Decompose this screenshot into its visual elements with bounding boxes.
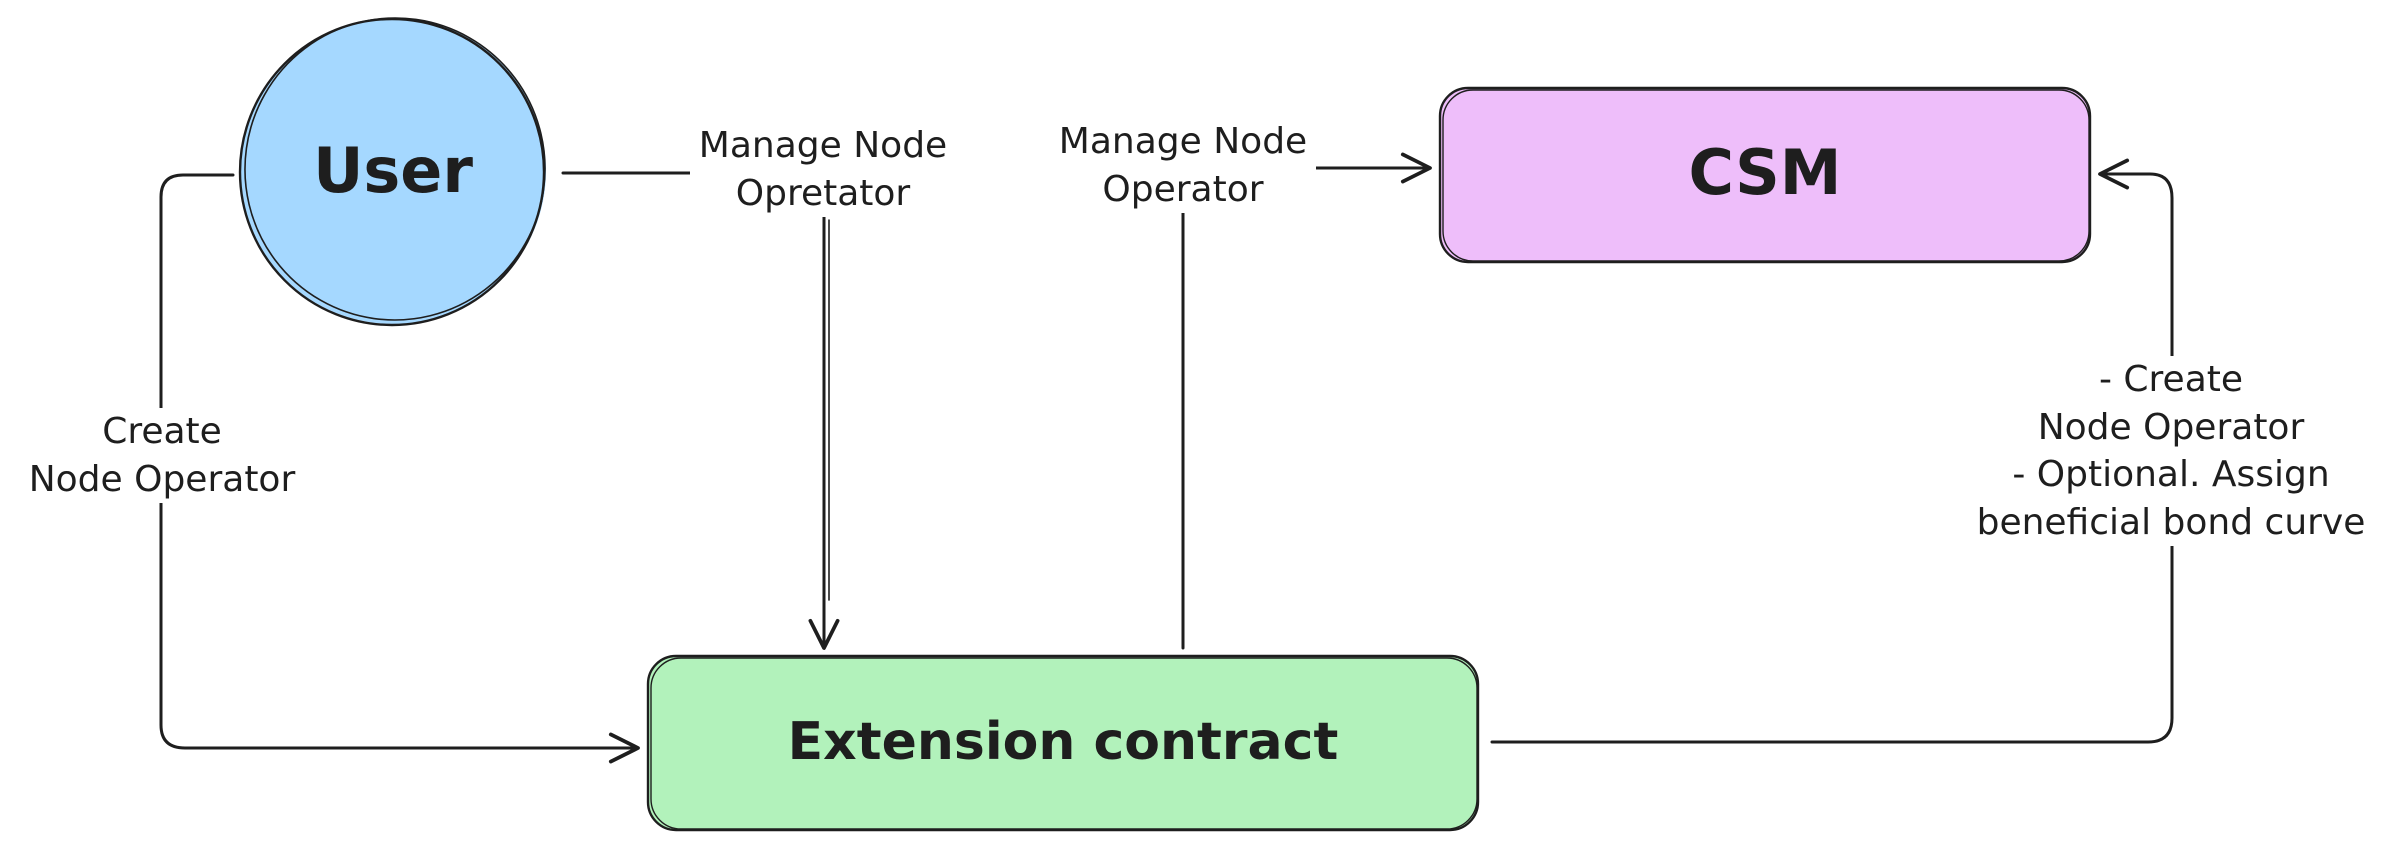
user-node-outline-sketch	[244, 17, 546, 321]
extension-contract-node[interactable]	[646, 654, 1480, 832]
edge-label-create-node-operator: Create Node Operator	[12, 408, 312, 504]
extension-contract-node-outline-sketch	[650, 657, 1478, 830]
extension-contract-node-shape	[646, 654, 1480, 832]
edge-label-manage-node-operator: Manage Node Operator	[1050, 118, 1316, 214]
csm-node-outline-sketch	[1442, 89, 2090, 262]
user-node-label: User	[313, 134, 473, 207]
user-node-outline	[238, 17, 546, 327]
user-node-shape	[240, 18, 546, 324]
edge-label-line: Node Operator	[28, 458, 296, 500]
edge-label-manage-node-opretator: Manage Node Opretator	[690, 122, 956, 218]
edge-label-line: - Create	[2098, 359, 2244, 400]
edge-label-line: beneficial bond curve	[1976, 501, 2366, 543]
edge-label-line: Operator	[1102, 168, 1264, 210]
edge-label-line: Manage Node	[698, 125, 948, 166]
edge-label-create-and-assign: - Create Node Operator - Optional. Assig…	[1958, 356, 2384, 547]
edge-label-line: Node Operator	[2037, 406, 2305, 448]
arrow-user-to-extension-manage	[561, 171, 840, 650]
csm-node-shape	[1438, 86, 2092, 264]
edge-label-line: Opretator	[735, 172, 911, 214]
edge-label-line: Create	[102, 411, 222, 452]
edge-label-line: - Optional. Assign	[2012, 454, 2330, 496]
csm-node[interactable]	[1438, 86, 2092, 264]
arrow-extension-to-csm-manage	[1181, 152, 1432, 650]
user-node[interactable]	[225, 0, 564, 339]
extension-contract-node-label: Extension contract	[787, 712, 1339, 772]
edge-label-line: Manage Node	[1058, 121, 1308, 162]
csm-node-label: CSM	[1688, 136, 1842, 209]
